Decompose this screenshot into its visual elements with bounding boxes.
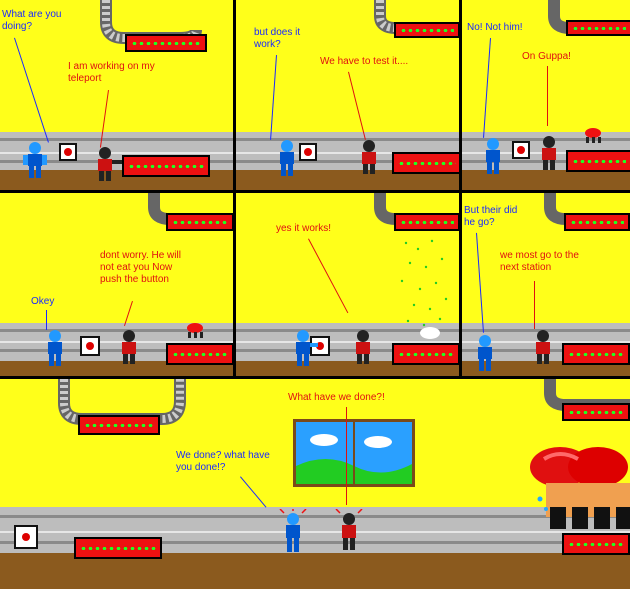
blue-robot [470, 333, 500, 373]
teleport-top-pad [564, 213, 630, 231]
panel-2: but does it work? We have to test it.... [236, 0, 459, 190]
panel-6: But their did he go? we most go to the n… [462, 193, 630, 376]
narrator-speech: No! Not him! [467, 22, 523, 33]
teleport-switch [59, 143, 77, 161]
narrator-speech: We done? what have you done!? [176, 450, 270, 473]
speaker-speech: dont worry. He will not eat you Now push… [100, 250, 181, 285]
red-robot [90, 145, 124, 185]
guppa-creature [582, 126, 604, 148]
blue-robot [288, 328, 318, 368]
teleport-top-pad-right [562, 403, 630, 421]
teleport-floor-pad [562, 343, 630, 365]
teleport-beam [400, 239, 448, 339]
speaker-speech: On Guppa! [522, 51, 571, 62]
teleport-switch [80, 336, 100, 356]
teleport-switch [14, 525, 38, 549]
teleport-switch [512, 141, 530, 159]
red-robot [332, 509, 366, 555]
blue-robot [478, 136, 508, 176]
red-robot [348, 328, 378, 368]
teleport-floor-pad [166, 343, 233, 365]
panel-5: yes it works! [236, 193, 459, 376]
panel-7: What have we done?! We done? what have y… [0, 379, 630, 589]
teleport-floor-pad [392, 343, 459, 365]
teleport-top-pad [166, 213, 233, 231]
teleport-floor-pad-left [74, 537, 162, 559]
teleport-top-pad-left [78, 415, 160, 435]
blue-robot [40, 328, 70, 368]
red-robot [528, 328, 558, 368]
teleport-floor-pad [566, 150, 630, 172]
teleport-top-pad [566, 20, 630, 36]
guppa-creature [184, 321, 206, 343]
narrator-speech: Okey [31, 296, 55, 307]
speaker-speech: We have to test it.... [320, 56, 409, 67]
panel-1: What are you doing? I am working on my t… [0, 0, 233, 190]
speaker-speech: yes it works! [276, 223, 332, 234]
red-robot [354, 138, 384, 178]
teleport-top-pad [125, 34, 207, 52]
narrator-speech: What are you doing? [2, 9, 62, 32]
blue-robot [20, 140, 50, 180]
panel-3: No! Not him! On Guppa! [462, 0, 630, 190]
window-painting [293, 419, 415, 487]
speaker-speech: I am working on my teleport [68, 61, 155, 84]
speaker-speech: we most go to the next station [500, 250, 579, 273]
teleport-switch [299, 143, 317, 161]
blue-robot [272, 138, 302, 178]
teleport-floor-pad-right [562, 533, 630, 555]
panel-4: Okey dont worry. He will not eat you Now… [0, 193, 233, 376]
speaker-speech-top: What have we done?! [288, 392, 385, 403]
teleport-top-pad [394, 22, 459, 38]
narrator-speech: but does it work? [254, 27, 301, 50]
red-robot [534, 134, 568, 174]
narrator-speech: But their did he go? [464, 205, 518, 228]
teleport-floor-pad [392, 152, 459, 174]
teleport-top-pad [394, 213, 459, 231]
red-robot [114, 328, 144, 368]
blue-robot [276, 509, 310, 555]
teleport-floor-pad [122, 155, 210, 177]
giant-guppa-creature [520, 445, 630, 535]
